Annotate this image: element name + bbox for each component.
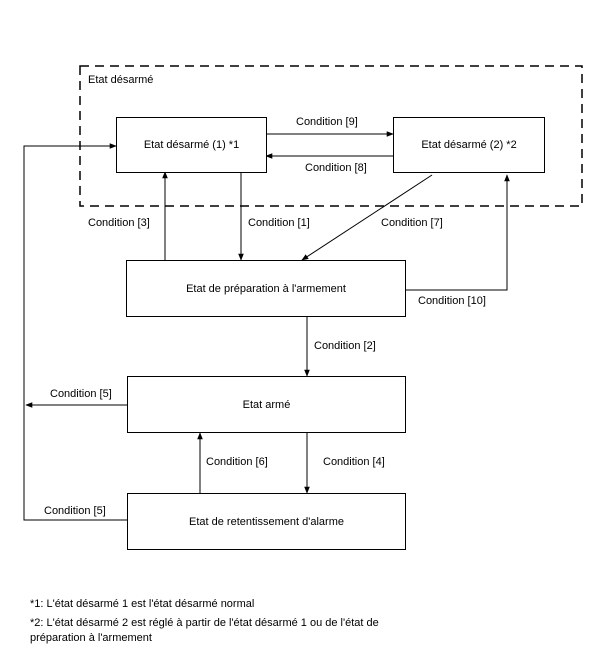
state-prep-arming-label: Etat de préparation à l'armement	[186, 282, 346, 295]
label-condition-8: Condition [8]	[305, 162, 367, 174]
label-condition-3: Condition [3]	[88, 217, 150, 229]
edge-c10	[405, 174, 510, 291]
label-condition-9: Condition [9]	[296, 116, 358, 128]
label-condition-6: Condition [6]	[206, 456, 268, 468]
label-condition-10: Condition [10]	[418, 295, 486, 307]
state-armed-label: Etat armé	[242, 398, 291, 411]
label-condition-5-armed: Condition [5]	[50, 388, 112, 400]
state-armed: Etat armé	[127, 376, 406, 433]
label-condition-1: Condition [1]	[248, 217, 310, 229]
label-condition-7: Condition [7]	[381, 217, 443, 229]
edge-c7	[301, 174, 433, 261]
footnote-1: *1: L'état désarmé 1 est l'état désarmé …	[30, 598, 255, 610]
state-disarmed-1-label: Etat désarmé (1) *1	[143, 139, 240, 151]
state-prep-arming: Etat de préparation à l'armement	[126, 260, 406, 317]
label-condition-4: Condition [4]	[323, 456, 385, 468]
state-disarmed-2-label: Etat désarmé (2) *2	[421, 139, 517, 151]
label-condition-5-alarm: Condition [5]	[44, 505, 106, 517]
state-alarm-sounding: Etat de retentissement d'alarme	[127, 493, 406, 550]
disarmed-group-border	[79, 65, 583, 207]
footnote-2: *2: L'état désarmé 2 est réglé à partir …	[30, 617, 379, 644]
state-disarmed-2: Etat désarmé (2) *2	[393, 117, 545, 173]
edge-c5-alarm	[23, 143, 128, 521]
label-condition-2: Condition [2]	[314, 340, 376, 352]
disarmed-group-title: Etat désarmé	[88, 74, 154, 86]
state-disarmed-1: Etat désarmé (1) *1	[116, 117, 267, 173]
state-alarm-sounding-label: Etat de retentissement d'alarme	[189, 515, 344, 528]
